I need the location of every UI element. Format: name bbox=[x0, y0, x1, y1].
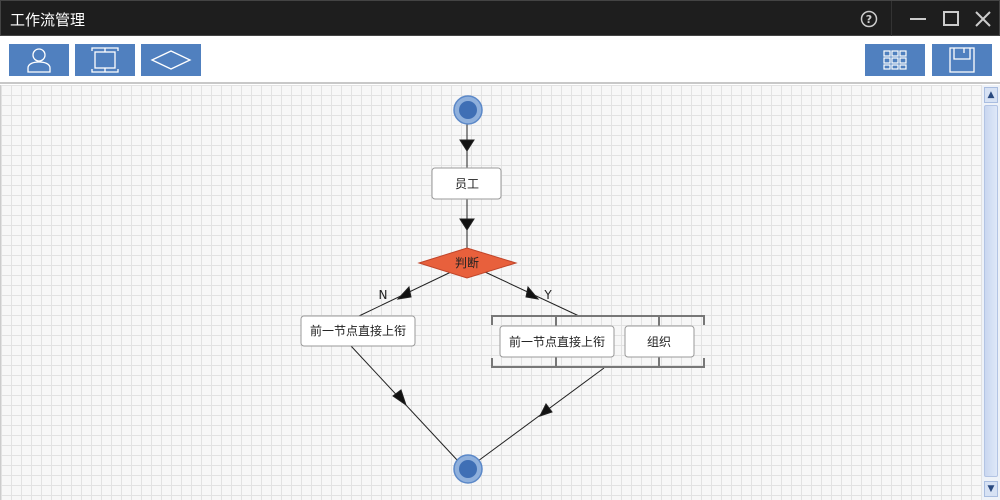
grid-icon bbox=[883, 50, 907, 70]
arrow-head bbox=[396, 285, 412, 300]
parallel-group[interactable]: 前一节点直接上衔 组织 bbox=[491, 315, 705, 368]
title-bar: 工作流管理 ? bbox=[0, 0, 1000, 37]
close-button[interactable] bbox=[966, 1, 1000, 37]
help-icon: ? bbox=[860, 10, 878, 28]
add-decision-node-button[interactable] bbox=[141, 44, 201, 76]
arrow-head bbox=[525, 285, 540, 300]
close-icon bbox=[975, 11, 991, 27]
svg-text:?: ? bbox=[866, 13, 872, 26]
group-task-label-1: 前一节点直接上衔 bbox=[509, 334, 605, 349]
diamond-icon bbox=[150, 50, 192, 70]
minimize-button[interactable] bbox=[901, 1, 935, 37]
vertical-scrollbar[interactable]: ▲ ▼ bbox=[982, 85, 1000, 500]
add-task-node-button[interactable] bbox=[75, 44, 135, 76]
maximize-button[interactable] bbox=[934, 1, 968, 37]
yes-branch-label: Y bbox=[543, 288, 552, 302]
arrow-head bbox=[459, 139, 475, 152]
minimize-icon bbox=[910, 18, 926, 20]
grid-button[interactable] bbox=[865, 44, 925, 76]
scrollbar-thumb[interactable] bbox=[984, 105, 998, 477]
window-title: 工作流管理 bbox=[10, 11, 86, 29]
no-branch-label: N bbox=[379, 288, 388, 302]
user-icon bbox=[27, 48, 51, 73]
maximize-icon bbox=[943, 11, 959, 26]
arrow-head bbox=[459, 218, 475, 231]
employee-label: 员工 bbox=[455, 177, 479, 191]
save-icon bbox=[949, 47, 975, 73]
add-user-node-button[interactable] bbox=[9, 44, 69, 76]
arrow-head bbox=[539, 403, 553, 417]
save-button[interactable] bbox=[932, 44, 992, 76]
help-button[interactable]: ? bbox=[852, 1, 886, 37]
task-node-icon bbox=[91, 47, 119, 73]
left-task-node[interactable]: 前一节点直接上衔 bbox=[300, 315, 416, 347]
group-task-label-2: 组织 bbox=[647, 335, 671, 349]
scroll-up-button[interactable]: ▲ bbox=[984, 87, 998, 103]
arrow-head bbox=[392, 389, 407, 407]
scroll-down-button[interactable]: ▼ bbox=[984, 481, 998, 497]
divider bbox=[891, 1, 892, 37]
employee-node[interactable]: 员工 bbox=[431, 167, 502, 200]
decision-label: 判断 bbox=[455, 255, 479, 270]
toolbar bbox=[0, 36, 1000, 84]
decision-node[interactable]: 判断 bbox=[417, 247, 518, 279]
left-task-label: 前一节点直接上衔 bbox=[310, 323, 406, 338]
start-node[interactable] bbox=[453, 95, 483, 125]
end-node[interactable] bbox=[453, 454, 483, 484]
workflow-canvas[interactable]: 员工 判断 N Y 前一节点直接上衔 前一节点直接上衔 组织 bbox=[0, 85, 982, 500]
